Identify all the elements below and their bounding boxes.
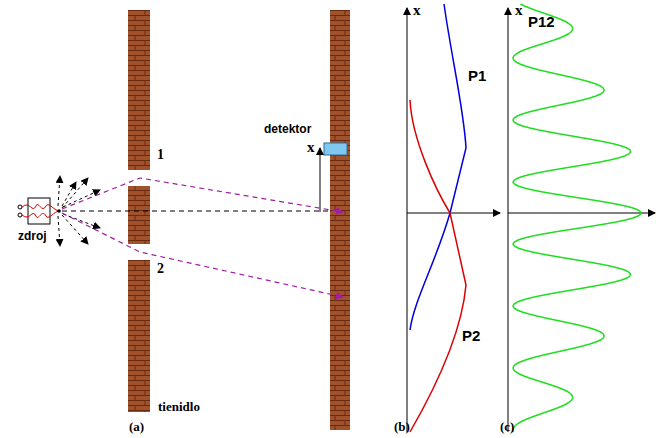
source (18, 198, 61, 224)
slit-number: 1 (157, 148, 164, 162)
axes-c (508, 8, 655, 432)
curve-p2 (410, 100, 466, 432)
axis-label: x (307, 140, 315, 155)
source-label: zdroj (18, 230, 47, 242)
curve-label: P12 (528, 14, 555, 29)
panel-label: (a) (129, 420, 144, 433)
curve-p1 (410, 4, 466, 330)
barrier-label: tienidlo (158, 400, 200, 413)
axis-label: x (515, 3, 523, 18)
curve-label: P1 (468, 68, 486, 83)
curve-p12 (513, 4, 641, 432)
slit-number: 2 (157, 262, 164, 276)
axes-b (407, 8, 500, 432)
detector (324, 143, 347, 155)
path-2 (62, 213, 343, 297)
detector-label: detektor (264, 123, 311, 135)
panel-label: (c) (500, 420, 514, 433)
center-line (62, 211, 328, 212)
curve-label: P2 (462, 328, 480, 343)
path-1 (62, 178, 343, 212)
screen (330, 10, 350, 430)
panel-label: (b) (394, 420, 410, 433)
x-arrow (320, 148, 321, 212)
axis-label: x (413, 3, 421, 18)
